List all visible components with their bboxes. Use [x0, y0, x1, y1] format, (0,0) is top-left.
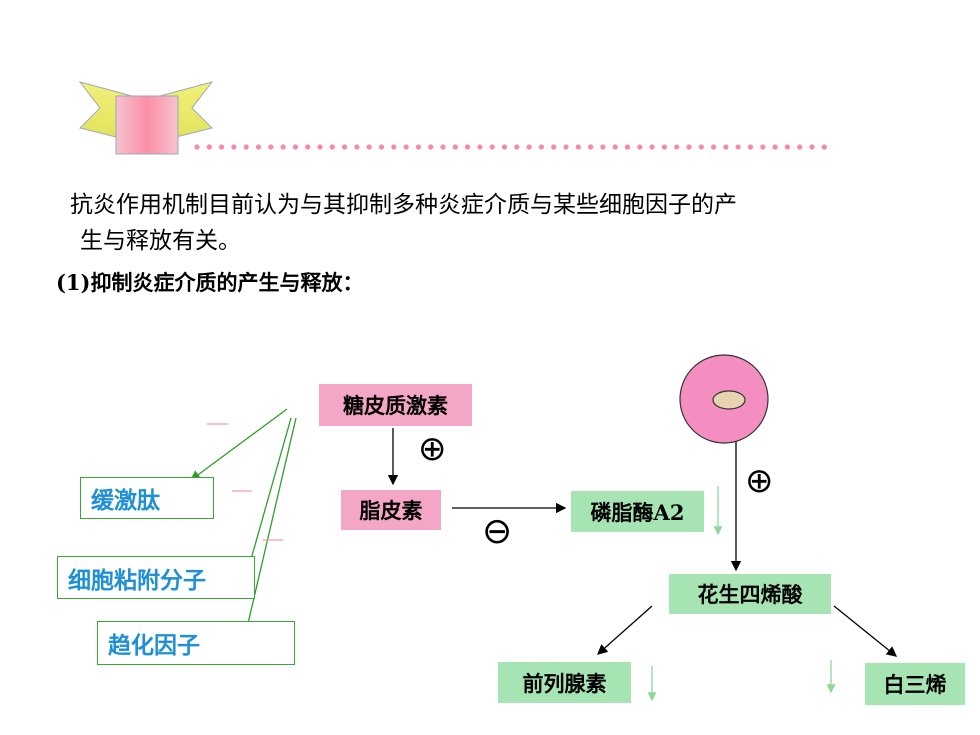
dot — [501, 144, 508, 150]
dot — [317, 144, 323, 150]
box-lipocortin: 脂皮素 — [341, 490, 441, 530]
dot — [477, 144, 483, 150]
dot — [440, 144, 446, 150]
dot — [206, 144, 212, 150]
dot — [821, 144, 827, 150]
dot — [698, 144, 704, 150]
dot — [415, 144, 421, 150]
box-prostaglandin: 前列腺素 — [498, 662, 631, 703]
dot — [723, 144, 729, 150]
arrow-to-bradykinin — [189, 408, 288, 481]
dot — [280, 144, 286, 150]
dot — [809, 144, 815, 150]
dot — [292, 144, 298, 150]
dot — [514, 144, 520, 150]
box-arachidonic-acid: 花生四烯酸 — [669, 574, 831, 614]
box-leukotriene: 白三烯 — [865, 663, 965, 705]
dot — [231, 144, 237, 150]
dot — [366, 144, 372, 150]
box-bradykinin: 缓激肽 — [80, 477, 214, 519]
dot — [305, 144, 311, 150]
dot — [329, 144, 335, 150]
dot — [563, 144, 569, 150]
dot — [735, 144, 741, 150]
dot — [354, 144, 360, 150]
dot — [600, 144, 606, 150]
box-cell-adhesion: 细胞粘附分子 — [57, 556, 255, 599]
dotted-rule — [194, 144, 827, 150]
dot — [797, 144, 803, 150]
dot — [268, 144, 274, 150]
box-glucocorticoid: 糖皮质激素 — [319, 384, 472, 426]
dot — [551, 144, 557, 150]
dot — [674, 144, 680, 150]
dot — [612, 144, 618, 150]
dot — [403, 144, 409, 150]
dot — [649, 144, 655, 150]
ribbon-center — [115, 95, 179, 155]
dot — [255, 144, 262, 150]
box-chemotactic-factor: 趋化因子 — [97, 621, 295, 665]
arrow-to-chemotactic — [243, 417, 297, 634]
dot — [784, 144, 791, 150]
intro-line-3: (1)抑制炎症介质的产生与释放： — [56, 270, 364, 295]
plus-symbol-2: ⊕ — [745, 461, 774, 501]
dot — [378, 144, 385, 150]
box-phospholipase-a2: 磷脂酶A2 — [571, 491, 704, 532]
dot — [686, 144, 692, 150]
dot — [747, 144, 754, 150]
intro-line-2: 生与释放有关。 — [80, 228, 241, 254]
plus-symbol-1: ⊕ — [418, 429, 447, 469]
dot — [637, 144, 643, 150]
dot — [243, 144, 249, 150]
dot — [428, 144, 434, 150]
dot — [772, 144, 778, 150]
dot — [661, 144, 668, 150]
dot — [452, 144, 458, 150]
dot — [391, 144, 397, 150]
dot — [342, 144, 348, 150]
dot — [760, 144, 766, 150]
intro-line-1: 抗炎作用机制目前认为与其抑制多种炎症介质与某些细胞因子的产 — [70, 192, 737, 218]
dot — [538, 144, 545, 150]
arrow-aa-to-pg — [597, 605, 653, 655]
dot — [711, 144, 717, 150]
dot — [465, 144, 471, 150]
cell-nucleus-icon — [712, 390, 746, 410]
dot — [489, 144, 495, 150]
dot — [219, 144, 225, 150]
dot — [624, 144, 631, 150]
dot — [575, 144, 581, 150]
dot — [526, 144, 532, 150]
dot — [588, 144, 594, 150]
arrow-aa-to-lt — [833, 605, 898, 657]
dot — [194, 144, 200, 150]
minus-symbol: ⊖ — [482, 511, 513, 552]
